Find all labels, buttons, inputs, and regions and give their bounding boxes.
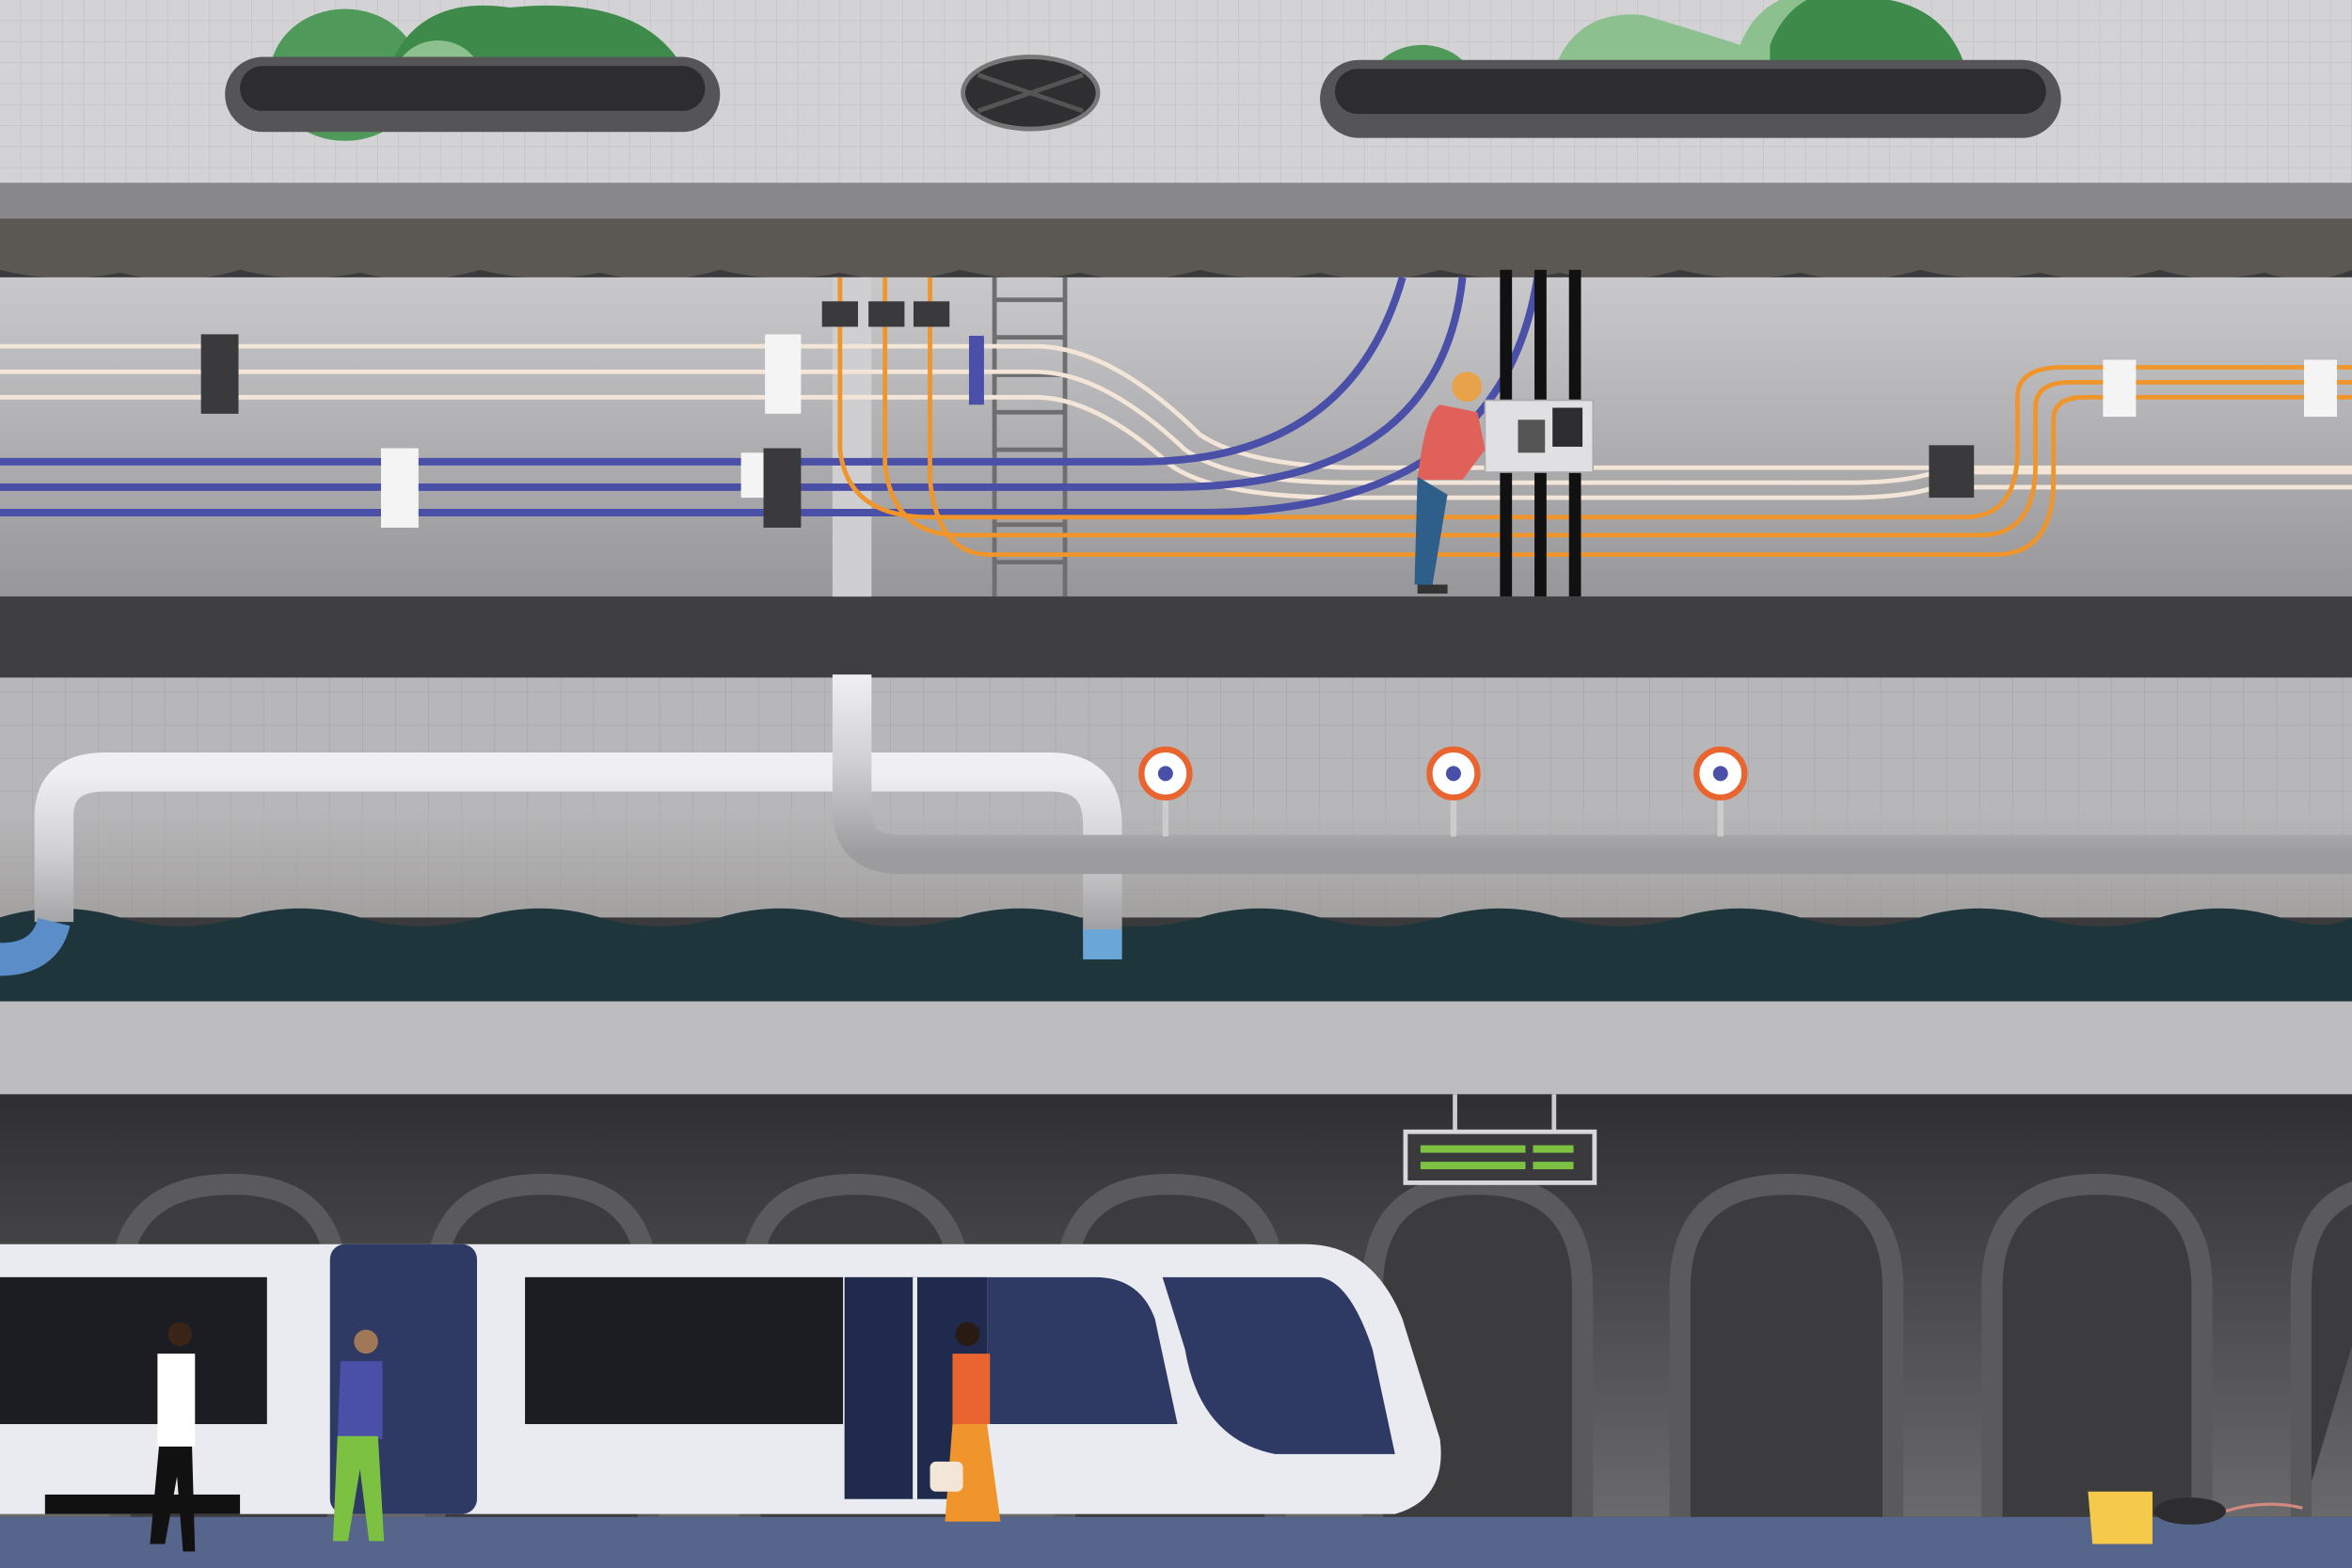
concrete-layer	[0, 1001, 2352, 1095]
road-slab	[0, 596, 2352, 678]
passenger-purple-top	[332, 1329, 385, 1542]
passenger-white-shirt	[150, 1322, 196, 1552]
platform	[0, 1516, 2352, 1568]
planter-left	[225, 5, 721, 141]
planter-right	[1320, 0, 2061, 138]
passengers	[150, 1322, 1001, 1552]
control-panel	[1484, 399, 1595, 473]
soil-layer	[0, 218, 2352, 280]
departure-sign	[1403, 1094, 1597, 1185]
cheese-and-rat	[2088, 1491, 2303, 1544]
sewer-water	[0, 908, 2352, 1002]
cable-clamps	[200, 301, 2338, 528]
technician-worker	[1414, 372, 1486, 594]
pressure-gauges	[1138, 746, 1748, 837]
train	[0, 1243, 1441, 1514]
orange-cables	[837, 277, 2352, 558]
passenger-orange-dress	[930, 1322, 1001, 1522]
pavement-band	[0, 182, 2352, 219]
sewer-pipes	[34, 674, 2352, 938]
utility-tunnel	[0, 277, 2352, 597]
